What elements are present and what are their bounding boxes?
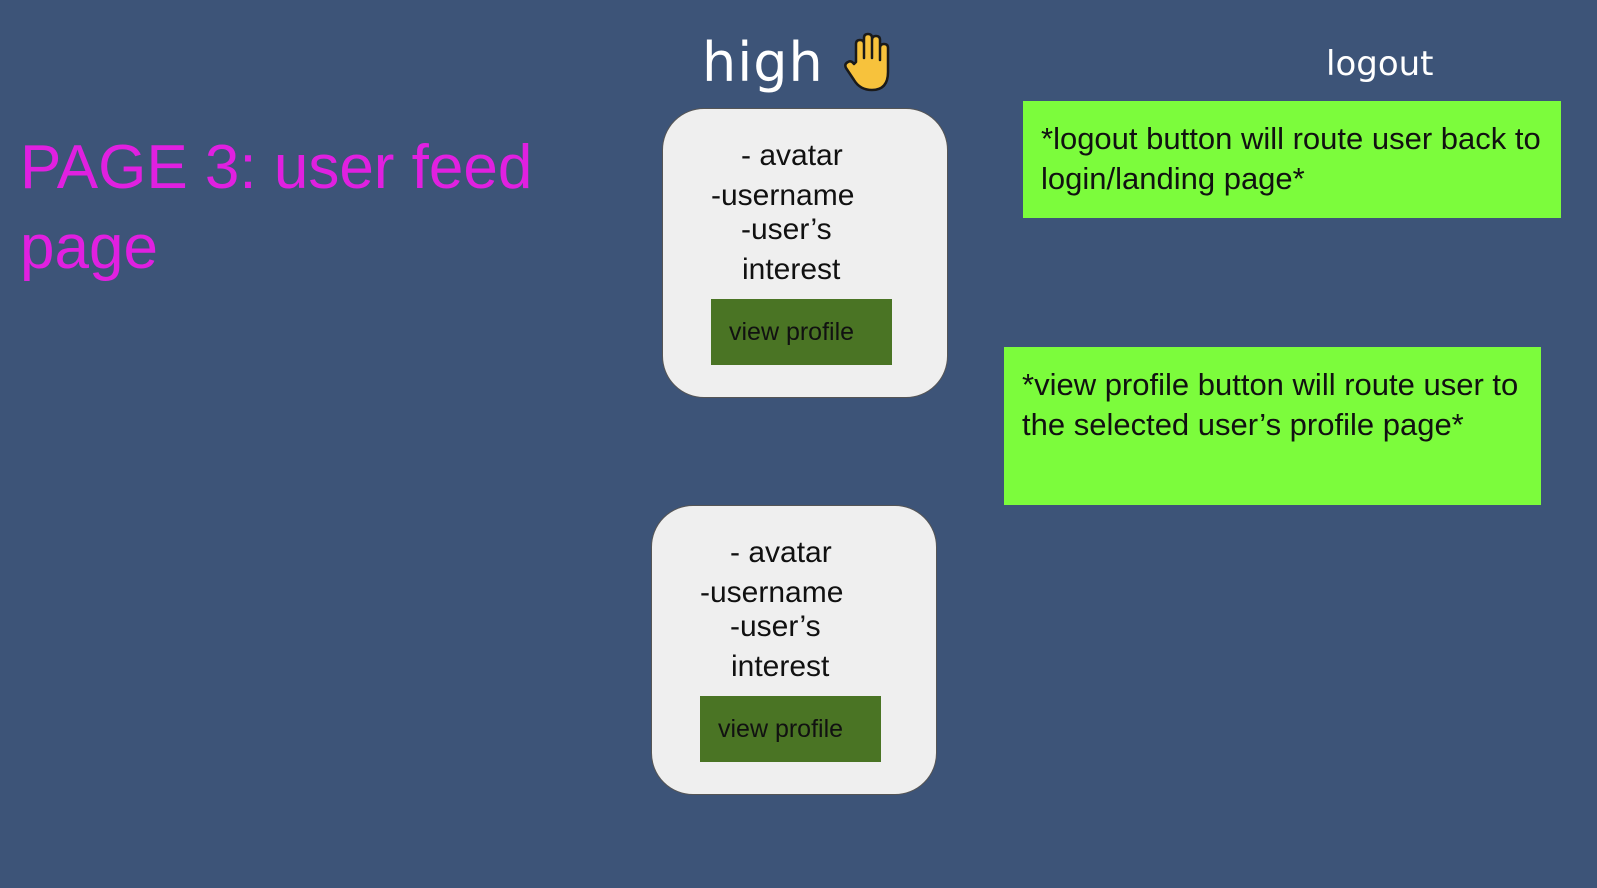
card-interest-label: -user’s xyxy=(741,213,832,246)
card-interest-label: interest xyxy=(731,650,830,683)
logout-annotation-note: *logout button will route user back to l… xyxy=(1023,101,1561,218)
card-avatar-label: - avatar xyxy=(730,536,832,569)
card-interest-label: -user’s xyxy=(730,610,821,643)
card-username-label: -username xyxy=(711,179,855,212)
brand-name: high xyxy=(702,31,824,94)
page-title: PAGE 3: user feed page xyxy=(20,133,533,282)
view-profile-button[interactable]: view profile xyxy=(711,299,892,365)
card-username-label: -username xyxy=(700,576,844,609)
view-profile-annotation-note: *view profile button will route user to … xyxy=(1004,347,1541,505)
user-card: - avatar -username -user’s interest view… xyxy=(662,108,948,398)
card-interest-label: interest xyxy=(742,253,841,286)
user-card: - avatar -username -user’s interest view… xyxy=(651,505,937,795)
brand-logo: high xyxy=(702,28,896,98)
view-profile-button[interactable]: view profile xyxy=(700,696,881,762)
raised-hand-icon xyxy=(843,32,889,92)
logout-button[interactable]: logout xyxy=(1326,44,1434,84)
card-avatar-label: - avatar xyxy=(741,139,843,172)
